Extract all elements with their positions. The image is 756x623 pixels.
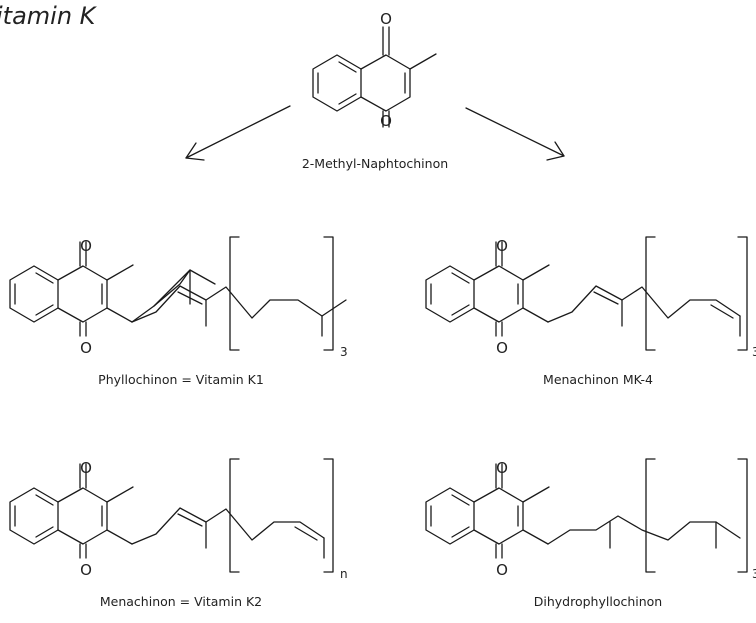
caption-menachinon-mk4: Menachinon MK-4	[543, 372, 653, 387]
bracket-left	[645, 458, 656, 573]
repeat-subscript: 3	[340, 345, 348, 359]
top-quinone-ring	[360, 54, 411, 112]
molecule-dihydrophyllochinon: O O 3 Dihydrophyllochinon	[425, 458, 756, 609]
oxygen-upper: O	[80, 459, 92, 477]
diagram-title: itamin K	[0, 2, 98, 30]
top-oxygen-lower: O	[380, 112, 392, 130]
bracket-right	[323, 236, 334, 351]
bracket-left	[229, 458, 240, 573]
oxygen-lower: O	[496, 339, 508, 357]
oxygen-upper: O	[80, 237, 92, 255]
bracket-right	[737, 458, 748, 573]
molecule-phyllochinon: O O 3 Phyllochinon = Vitamin K1	[9, 236, 348, 387]
molecule-menachinon-mk4: O O 3 Menachinon MK-4	[425, 236, 756, 387]
oxygen-lower: O	[80, 561, 92, 579]
bracket-right	[737, 236, 748, 351]
top-oxygen-upper: O	[380, 10, 392, 28]
top-caption: 2-Methyl-Naphtochinon	[302, 156, 448, 171]
arrow-left	[185, 105, 291, 161]
top-molecule: O O	[312, 10, 437, 130]
caption-dihydrophyllochinon: Dihydrophyllochinon	[534, 594, 662, 609]
top-benzene-ring	[312, 54, 362, 112]
bracket-left	[229, 236, 240, 351]
oxygen-lower: O	[80, 339, 92, 357]
arrow-right	[465, 107, 565, 161]
oxygen-upper: O	[496, 459, 508, 477]
caption-phyllochinon: Phyllochinon = Vitamin K1	[98, 372, 264, 387]
caption-menachinon-k2: Menachinon = Vitamin K2	[100, 594, 262, 609]
bracket-left	[645, 236, 656, 351]
repeat-subscript: n	[340, 567, 348, 581]
molecule-menachinon-k2: O O n Menachinon = Vitamin K2	[9, 458, 348, 609]
repeat-subscript: 3	[752, 567, 756, 581]
oxygen-upper: O	[496, 237, 508, 255]
oxygen-lower: O	[496, 561, 508, 579]
top-methyl	[409, 53, 437, 70]
repeat-subscript: 3	[752, 345, 756, 359]
bracket-right	[323, 458, 334, 573]
